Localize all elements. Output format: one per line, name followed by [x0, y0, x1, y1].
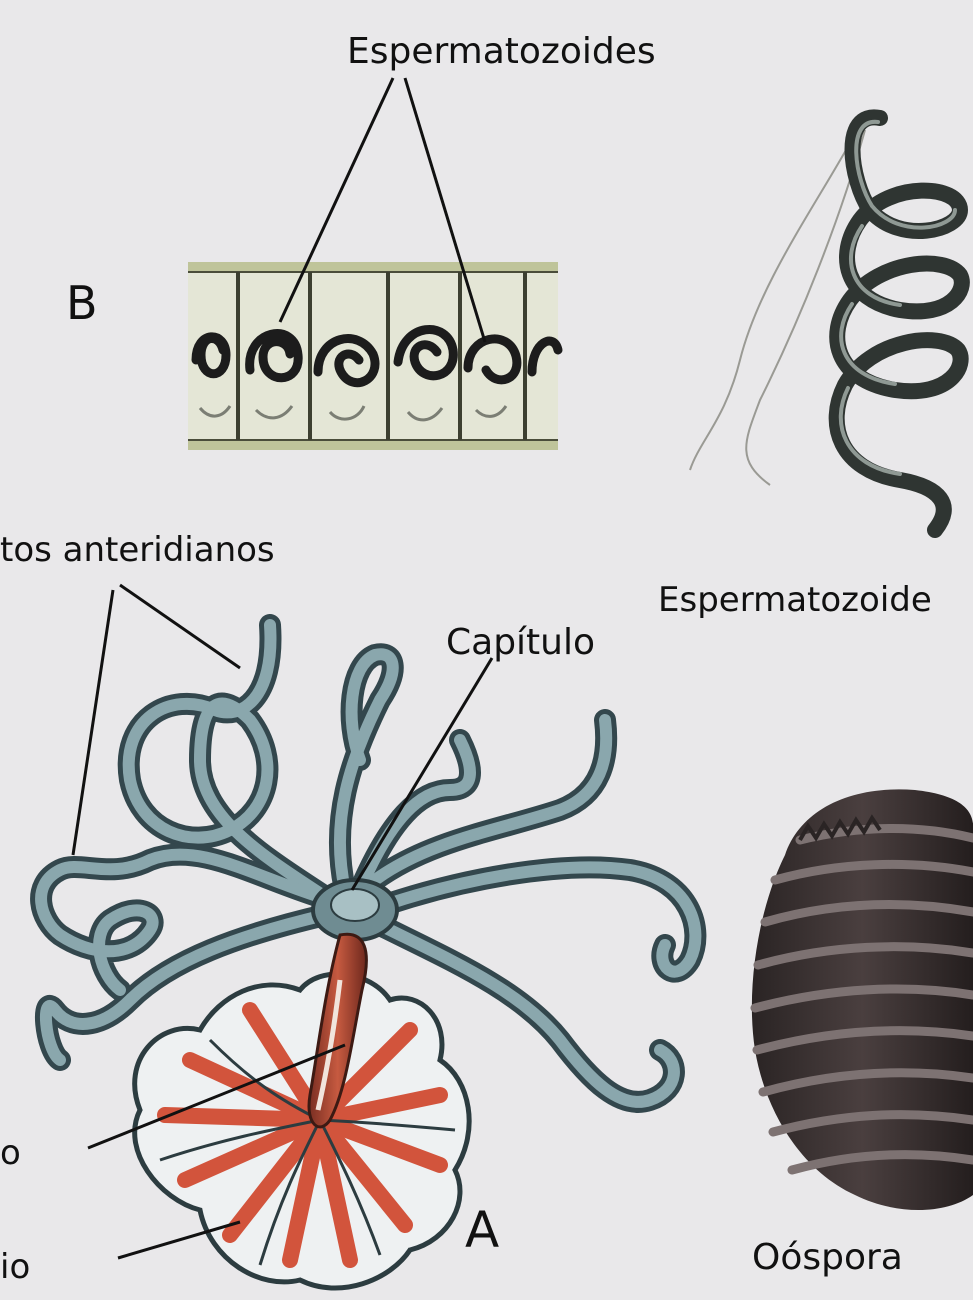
- label-letter-b: B: [66, 280, 98, 326]
- antheridium-shield-icon: [135, 934, 469, 1288]
- label-letter-a: A: [465, 1205, 499, 1255]
- label-oospora: Oóspora: [752, 1240, 903, 1276]
- label-left-cut-2: io: [0, 1250, 30, 1284]
- antheridial-filament-band: [188, 262, 558, 450]
- label-left-cut-1: o: [0, 1136, 21, 1170]
- label-filamentos-anteridianos: tos anteridianos: [0, 533, 275, 567]
- label-capitulo: Capítulo: [446, 625, 595, 661]
- oospore-icon: [752, 789, 973, 1210]
- label-espermatozoide: Espermatozoide: [658, 583, 932, 617]
- label-espermatozoides: Espermatozoides: [347, 34, 656, 70]
- spiral-spermatozoid-icon: [690, 117, 962, 530]
